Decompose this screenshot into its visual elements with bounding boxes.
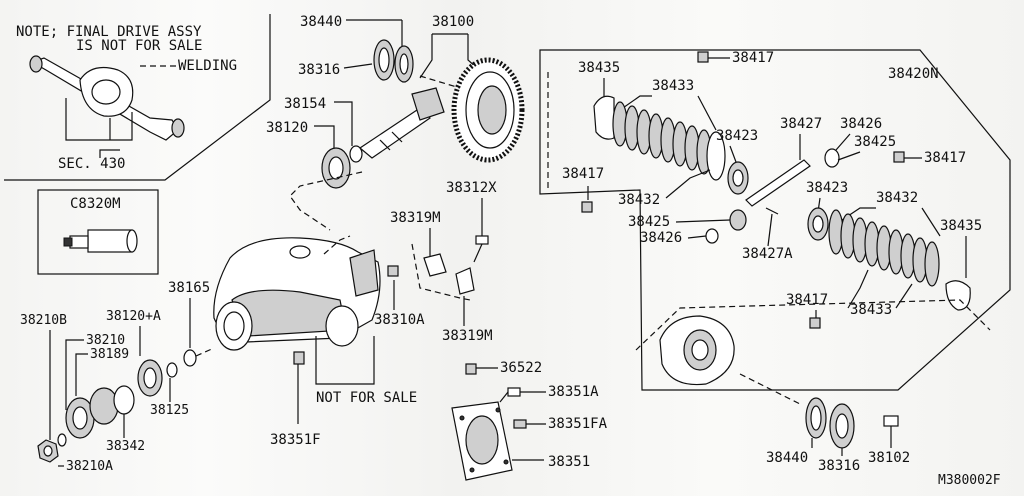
label-38312x: 38312X (446, 180, 497, 196)
label-38427a: 38427A (742, 246, 793, 262)
label-38440-bottom: 38440 (766, 450, 808, 466)
drive-pinion-38100 (358, 87, 445, 159)
label-38432-left: 38432 (618, 192, 660, 208)
label-38426-top: 38426 (840, 116, 882, 132)
label-38210b: 38210B (20, 313, 67, 328)
label-38435-left: 38435 (578, 60, 620, 76)
bearing-38440-38316-bottom (805, 397, 855, 449)
label-38417-top: 38417 (732, 50, 774, 66)
label-38165: 38165 (168, 280, 210, 296)
pin-38427a (765, 207, 779, 215)
oil-seal-38165 (183, 349, 197, 367)
bolt-38312x (473, 235, 489, 263)
pinion-shaft-38427 (745, 159, 811, 207)
label-38102: 38102 (868, 450, 910, 466)
label-38433-left: 38433 (652, 78, 694, 94)
note-line-1: NOTE; FINAL DRIVE ASSY (16, 24, 202, 40)
label-38425-bottom: 38425 (628, 214, 670, 230)
bolt-38351a (499, 387, 521, 403)
label-38425-top: 38425 (854, 134, 896, 150)
tool-box-frame (37, 189, 159, 275)
rear-cover-38351 (451, 401, 513, 481)
part-38417-top (697, 51, 709, 63)
tool-cylinder-drawing (63, 229, 138, 253)
label-38351fa: 38351FA (548, 416, 608, 432)
bearing-cap-38319m (423, 253, 475, 295)
label-38125: 38125 (150, 403, 189, 418)
nut-38210a (37, 433, 67, 463)
final-drive-assy-drawing (29, 55, 185, 158)
clutch-plate-stack-right (807, 207, 971, 311)
label-38316-bottom: 38316 (818, 458, 860, 474)
label-38427: 38427 (780, 116, 822, 132)
label-38310a: 38310A (374, 312, 425, 328)
label-38351f: 38351F (270, 432, 321, 448)
part-38417-bottom (809, 317, 821, 329)
bearing-38440-38316-top (373, 39, 414, 83)
label-38319m-top: 38319M (390, 210, 441, 226)
label-38154: 38154 (284, 96, 326, 112)
label-38423-bottom: 38423 (806, 180, 848, 196)
label-38120a: 38120+A (106, 309, 161, 324)
label-38120: 38120 (266, 120, 308, 136)
part-38417-left (581, 201, 593, 213)
washer-38426-top (824, 148, 840, 168)
label-38351a: 38351A (548, 384, 599, 400)
ring-gear-38100 (451, 57, 525, 163)
label-38351: 38351 (548, 454, 590, 470)
label-38342: 38342 (106, 439, 145, 454)
figure-id: M380002F (938, 473, 1001, 488)
sec-430-label: SEC. 430 (58, 156, 125, 172)
label-38420n: 38420N (888, 66, 939, 82)
label-38319m-bottom: 38319M (442, 328, 493, 344)
label-38440-top: 38440 (300, 14, 342, 30)
label-38210: 38210 (86, 333, 125, 348)
part-38417-right (893, 151, 905, 163)
label-38432-right: 38432 (876, 190, 918, 206)
label-38433-right: 38433 (850, 302, 892, 318)
differential-case (659, 315, 735, 386)
tool-box-label: C8320M (70, 196, 121, 212)
pinion-mate-38425 (729, 209, 747, 231)
label-38210a: 38210A (66, 459, 113, 474)
plug-36522 (465, 363, 477, 375)
bearing-38120 (321, 145, 363, 189)
differential-carrier-housing (213, 237, 381, 365)
welding-label: WELDING (178, 58, 237, 74)
note-divider (4, 14, 271, 181)
label-38417-left: 38417 (562, 166, 604, 182)
clutch-plate-stack-left (593, 95, 726, 181)
not-for-sale-label: NOT FOR SALE (316, 390, 417, 406)
bearing-38120a (137, 359, 178, 397)
label-38100: 38100 (432, 14, 474, 30)
diff-case-frame (539, 49, 1011, 391)
companion-flange-38342 (65, 385, 135, 439)
label-38316-top: 38316 (298, 62, 340, 78)
note-line-2: IS NOT FOR SALE (76, 38, 202, 54)
label-36522: 36522 (500, 360, 542, 376)
part-38310a (387, 265, 399, 277)
label-38426-bottom: 38426 (640, 230, 682, 246)
plug-38351fa (513, 419, 527, 429)
bolt-38102 (883, 415, 899, 440)
label-38417-right: 38417 (924, 150, 966, 166)
label-38423-top: 38423 (716, 128, 758, 144)
side-gear-38423-top (727, 161, 749, 195)
washer-38426-bottom (705, 228, 719, 244)
not-for-sale-bracket (315, 336, 375, 385)
label-38435-right: 38435 (940, 218, 982, 234)
label-38189: 38189 (90, 347, 129, 362)
label-38417-bottom: 38417 (786, 292, 828, 308)
